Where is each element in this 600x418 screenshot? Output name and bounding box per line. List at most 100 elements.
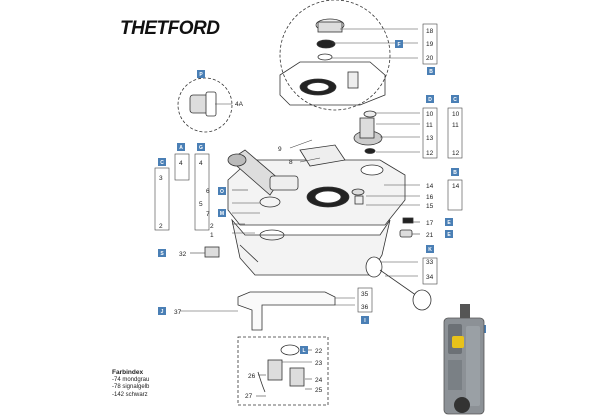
svg-text:25: 25 (315, 387, 323, 394)
bracket-33-34 (422, 257, 438, 285)
pull-handle (237, 291, 336, 331)
wheel-left (365, 256, 383, 278)
legend-item: -78 signalgelb (112, 384, 150, 390)
seal-ring (316, 39, 336, 49)
svg-text:11: 11 (452, 122, 459, 129)
svg-text:24: 24 (315, 377, 323, 384)
spout-seat (259, 196, 281, 208)
svg-text:20: 20 (426, 55, 434, 62)
lower-tank (231, 218, 391, 276)
bracket-4-g (194, 153, 210, 231)
fitting-15 (354, 195, 364, 205)
svg-text:22: 22 (315, 348, 323, 355)
svg-text:S: S (160, 251, 164, 257)
svg-text:3: 3 (159, 175, 163, 182)
svg-text:10: 10 (452, 111, 460, 118)
svg-text:33: 33 (426, 259, 434, 266)
svg-text:E: E (447, 220, 451, 226)
valve-cap-small (363, 110, 377, 118)
svg-text:1: 1 (210, 232, 214, 239)
svg-text:M: M (220, 211, 224, 217)
svg-text:7: 7 (206, 211, 210, 218)
part-21 (399, 229, 413, 238)
svg-text:21: 21 (426, 232, 434, 239)
svg-text:L: L (302, 348, 305, 354)
svg-text:2: 2 (210, 223, 214, 230)
svg-text:18: 18 (426, 28, 434, 35)
svg-text:34: 34 (426, 274, 434, 281)
cassette-photo (443, 304, 485, 415)
svg-text:2: 2 (159, 223, 163, 230)
wheel-right (412, 289, 432, 311)
valve-body (359, 117, 375, 139)
svg-text:32: 32 (179, 251, 187, 258)
bracket-3-2 (154, 167, 170, 231)
cap-housing (279, 61, 386, 106)
svg-text:B: B (429, 69, 433, 75)
svg-text:14: 14 (426, 183, 434, 190)
svg-text:26: 26 (248, 373, 256, 380)
tank-opening-inner (306, 82, 330, 92)
svg-text:15: 15 (426, 203, 434, 210)
clip-32 (204, 246, 220, 258)
svg-text:9: 9 (278, 146, 282, 153)
svg-text:J: J (161, 309, 164, 315)
svg-text:4: 4 (179, 160, 183, 167)
legend-item: -142 schwarz (112, 391, 148, 398)
svg-text:K: K (428, 247, 432, 253)
valve-nut-4a (205, 91, 217, 117)
bracket-35-36 (357, 287, 373, 313)
legend-title: Farbindex (112, 369, 144, 376)
spring-wire (257, 371, 266, 393)
svg-text:11: 11 (426, 122, 433, 129)
detail-box-level (237, 336, 329, 406)
svg-text:16: 16 (426, 194, 434, 201)
legend-item: -74 mondgrau (112, 376, 150, 383)
spout-clip (269, 175, 299, 191)
svg-text:12: 12 (452, 150, 460, 157)
svg-text:F: F (397, 42, 400, 48)
svg-text:36: 36 (361, 304, 369, 311)
svg-text:13: 13 (426, 135, 434, 142)
svg-text:5: 5 (199, 201, 203, 208)
svg-text:4A: 4A (235, 101, 244, 108)
part-number-labels: 18 19 20 4A 9 8 10 11 13 12 10 11 12 3 4… (159, 28, 460, 400)
svg-text:10: 10 (426, 111, 434, 118)
thetford-logo: THETFORD (120, 18, 220, 39)
o-ring-22 (280, 344, 300, 356)
svg-text:G: G (199, 145, 203, 151)
svg-text:17: 17 (426, 220, 434, 227)
svg-text:27: 27 (245, 393, 253, 400)
svg-text:4: 4 (199, 160, 203, 167)
svg-text:C: C (453, 97, 457, 103)
svg-text:E: E (447, 232, 451, 238)
gauge-bracket (267, 359, 283, 381)
tank-o-ring (259, 229, 285, 241)
svg-text:35: 35 (361, 291, 369, 298)
vent-cap-body (317, 21, 343, 33)
gauge-indicator (289, 367, 305, 387)
detail-circle-cap (279, 0, 391, 111)
svg-text:12: 12 (426, 150, 434, 157)
svg-text:O: O (220, 189, 224, 195)
svg-text:19: 19 (426, 41, 434, 48)
fitting-14 (360, 164, 384, 176)
svg-text:D: D (428, 97, 432, 103)
svg-text:14: 14 (452, 183, 460, 190)
svg-text:8: 8 (289, 159, 293, 166)
svg-text:37: 37 (174, 309, 182, 316)
spout-cap (227, 153, 247, 167)
letter-badges: B F P D C A G C O M B E E S K J I L H (158, 40, 486, 354)
bracket-14-b (447, 179, 463, 211)
svg-text:A: A (179, 145, 183, 151)
svg-text:6: 6 (206, 188, 210, 195)
part-17 (402, 217, 414, 224)
axle (379, 269, 421, 299)
svg-text:C: C (160, 160, 164, 166)
bracket-4-a (174, 153, 190, 181)
svg-text:23: 23 (315, 360, 323, 367)
cap-latch (347, 71, 359, 89)
tank-side-rail (239, 244, 259, 263)
